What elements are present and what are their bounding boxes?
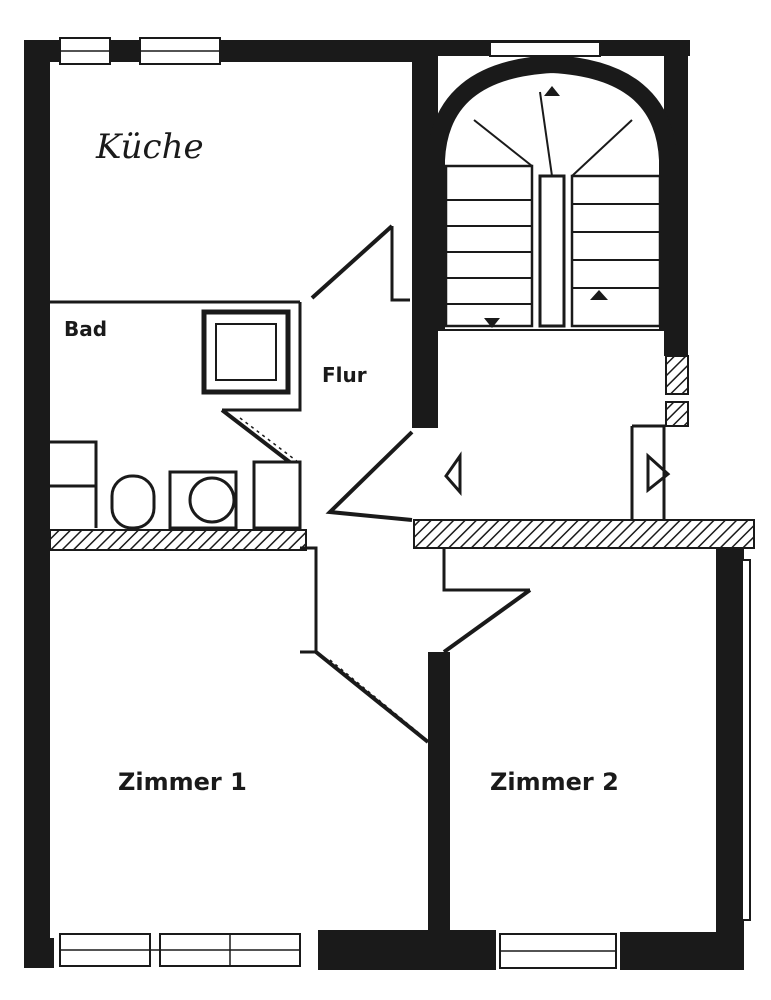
wall-right-room2	[716, 548, 744, 968]
room2-door	[442, 588, 532, 654]
room-label-room2: Zimmer 2	[490, 768, 619, 796]
wall-stair-side-2	[665, 401, 689, 427]
wall-bath-room1	[49, 529, 307, 551]
wall-room1-room2	[428, 652, 450, 934]
window-stair	[489, 41, 601, 57]
room-label-bathroom: Bad	[64, 317, 107, 341]
wall-stair-side-1	[665, 355, 689, 395]
wall-bath-hall	[222, 302, 302, 412]
stair-arrows	[484, 86, 608, 328]
hatched-walls	[49, 355, 755, 551]
entry-symbols	[444, 451, 671, 496]
room1-door	[314, 650, 430, 744]
wall-landing-room2	[413, 519, 755, 549]
wall-bottom-left	[24, 938, 54, 968]
interior-walls	[50, 226, 666, 654]
staircase	[427, 54, 677, 331]
stair-well	[538, 174, 566, 328]
entry-door	[325, 430, 414, 522]
kitchen-door	[310, 224, 394, 300]
room-label-room1: Zimmer 1	[118, 768, 247, 796]
entry-arrow-left	[444, 451, 462, 496]
bath-door	[220, 408, 302, 472]
doors	[220, 224, 532, 744]
wall-left	[24, 48, 50, 966]
bath-niche	[50, 440, 98, 528]
kitchen-door-jamb	[390, 226, 410, 302]
room2-door-jamb	[442, 548, 530, 592]
room-label-hallway: Flur	[322, 363, 367, 387]
stair-flight-right	[570, 174, 662, 328]
stair-arch	[427, 54, 677, 330]
stair-flight-left	[444, 164, 534, 328]
room-label-kitchen: Küche	[95, 127, 204, 167]
window-room2-side	[741, 559, 751, 921]
bath-cabinet	[252, 460, 302, 530]
washer-drum	[188, 476, 236, 524]
stair-landing-right	[632, 424, 666, 520]
wall-top-kitchen	[24, 40, 434, 62]
bath-fixtures	[110, 309, 302, 530]
wall-bottom-right	[620, 932, 744, 970]
wall-bottom-mid	[318, 930, 496, 970]
sink	[110, 474, 156, 530]
wall-hall-room1	[300, 546, 318, 654]
windows	[59, 37, 751, 969]
